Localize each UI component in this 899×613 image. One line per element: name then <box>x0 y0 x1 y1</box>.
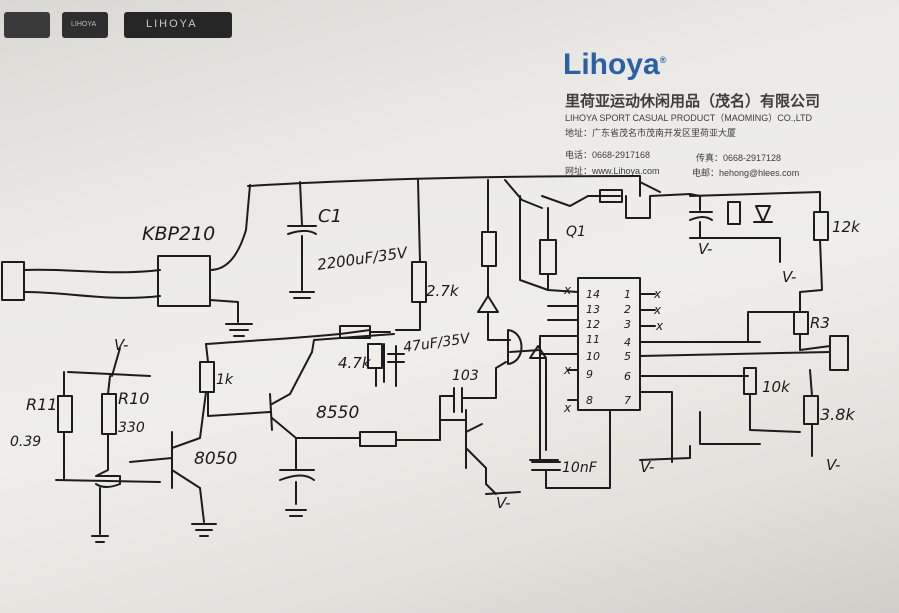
transistor-8050 <box>55 347 217 543</box>
ic-pin-13: 13 <box>586 303 600 316</box>
nc-mark: x <box>563 283 572 297</box>
transistor-q1 <box>504 179 701 291</box>
ic-pin-3: 3 <box>624 318 631 331</box>
ic-pin-4: 4 <box>624 336 631 349</box>
ic-pin-12: 12 <box>586 318 600 331</box>
label-12k: 12k <box>832 218 861 236</box>
nc-mark: x <box>653 303 662 317</box>
label-2k7: 2.7k <box>426 282 460 300</box>
nc-mark: x <box>653 287 662 301</box>
label-8050: 8050 <box>194 449 237 469</box>
input-connector <box>1 261 161 301</box>
logo-small-text: LIHOYA <box>71 21 97 28</box>
company-name-cn: 里荷亚运动休闲用品（茂名）有限公司 <box>565 93 821 110</box>
label-r11: R11 <box>26 395 57 414</box>
company-address: 地址：广东省茂名市茂南开发区里荷亚大厦 <box>565 128 737 138</box>
logo-badge-small: LIHOYA <box>62 12 108 38</box>
label-q1: Q1 <box>566 224 586 240</box>
company-email: 电邮：hehong@hlees.com <box>692 168 800 178</box>
label-1k: 1k <box>216 372 234 388</box>
label-10k: 10k <box>762 378 791 396</box>
label-c1: C1 <box>318 206 342 227</box>
label-r10-value: 330 <box>118 420 145 436</box>
transistor-8550 <box>199 325 441 517</box>
output-network <box>699 311 849 457</box>
label-r10: R10 <box>118 389 149 408</box>
bridge-rectifier <box>157 184 253 337</box>
supply-label: V- <box>114 336 128 354</box>
ic-pin-5: 5 <box>624 350 631 363</box>
logo-wide-text: LIHOYA <box>146 18 198 30</box>
supply-label: V- <box>782 268 796 286</box>
company-phone: 电话：0668-2917168 <box>565 150 651 160</box>
ic-package <box>519 195 831 463</box>
label-3k8: 3.8k <box>820 405 855 424</box>
led-diode-column <box>477 179 547 365</box>
label-4k7: 4.7k <box>338 354 372 372</box>
positive-rail <box>247 175 641 331</box>
nc-mark: x <box>655 319 664 333</box>
ic-pin-1: 1 <box>624 288 631 301</box>
label-10nf: 10nF <box>562 460 598 476</box>
ic-pin-2: 2 <box>624 303 631 316</box>
supply-label: V- <box>496 494 510 512</box>
registered-mark: ® <box>659 55 667 65</box>
label-r3: R3 <box>810 314 830 332</box>
ic-pin-8: 8 <box>586 394 593 407</box>
label-8550: 8550 <box>316 403 359 423</box>
label-47uf: 47uF/35V <box>402 331 472 356</box>
supply-label: V- <box>826 456 840 474</box>
ic-pin-11: 11 <box>586 333 600 346</box>
capacitor-103 <box>439 361 507 495</box>
brand-logo: Lihoya® <box>563 48 667 81</box>
nc-mark: x <box>563 401 572 415</box>
ic-pin-14: 14 <box>586 288 600 301</box>
right-top-network <box>689 191 829 313</box>
supply-label: V- <box>698 240 712 258</box>
label-2200uf: 2200uF/35V <box>316 243 410 274</box>
company-name-en: LIHOYA SPORT CASUAL PRODUCT（MAOMING）CO.,… <box>565 113 813 123</box>
company-fax: 传真：0668-2917128 <box>696 153 782 163</box>
company-website: 网址：www.Lihoya.com <box>565 166 660 176</box>
ic-pin-7: 7 <box>624 394 631 407</box>
label-103: 103 <box>452 368 479 384</box>
nc-mark: x <box>563 363 572 377</box>
ic-pin-9: 9 <box>586 368 593 381</box>
ic-pin-10: 10 <box>586 350 600 363</box>
ic-pin-6: 6 <box>624 370 631 383</box>
logo-badge-swirl <box>4 12 50 38</box>
label-r11-value: 0.39 <box>10 434 41 450</box>
label-kbp210: KBP210 <box>142 223 215 245</box>
supply-label: V- <box>640 458 654 476</box>
logo-badge-wide: LIHOYA <box>124 12 232 38</box>
bottom-network <box>485 357 691 495</box>
